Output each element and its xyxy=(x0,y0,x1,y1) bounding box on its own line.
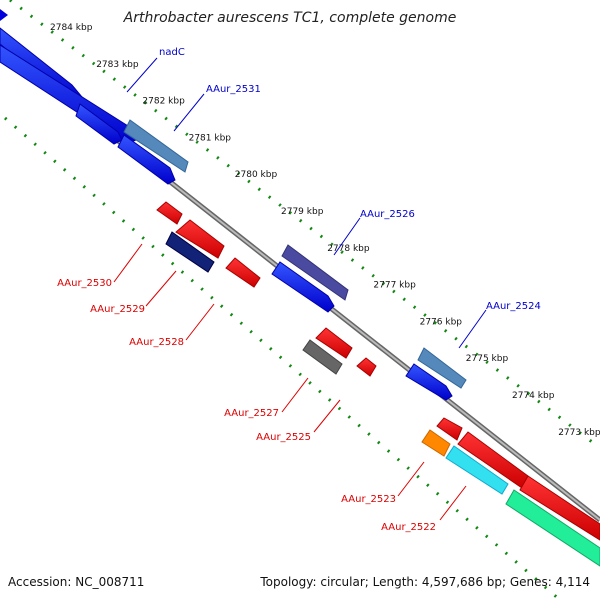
gene-shape[interactable] xyxy=(445,445,509,495)
scale-tick-label: 2775 kbp xyxy=(466,354,509,364)
gene-label[interactable]: nadC xyxy=(159,47,185,58)
gene-shape[interactable] xyxy=(271,261,335,313)
scale-tick-label: 2783 kbp xyxy=(96,60,139,70)
gene-shape[interactable] xyxy=(117,134,176,185)
scale-tick-label: 2773 kbp xyxy=(558,428,600,438)
callout-line xyxy=(313,399,341,433)
gene-label[interactable]: AAur_2524 xyxy=(486,301,541,312)
gene-shape[interactable] xyxy=(436,417,463,441)
gene-label[interactable]: AAur_2525 xyxy=(256,432,311,443)
gene-label[interactable]: AAur_2528 xyxy=(129,337,184,348)
scale-tick-label: 2780 kbp xyxy=(235,170,278,180)
callout-line xyxy=(397,461,425,497)
gene-shape-AAur_2523[interactable] xyxy=(421,429,451,457)
gene-shape-AAur_2528[interactable] xyxy=(225,257,261,288)
genome-summary-text: Topology: circular; Length: 4,597,686 bp… xyxy=(259,575,590,589)
scale-tick-label: 2778 kbp xyxy=(327,244,370,254)
gene-label[interactable]: AAur_2529 xyxy=(90,304,145,315)
gene-shape[interactable] xyxy=(505,489,600,567)
scale-ticks: 2784 kbp 2783 kbp 2782 kbp 2781 kbp 2780 kbp… xyxy=(50,23,600,438)
callout-line xyxy=(185,303,215,341)
map-title: Arthrobacter aurescens TC1, complete gen… xyxy=(123,10,457,26)
callout-line xyxy=(281,377,309,413)
gene-shape-AAur_2530[interactable] xyxy=(156,201,183,225)
gene-shape-AAur_2522[interactable] xyxy=(519,475,600,541)
callout-line xyxy=(439,485,467,521)
callout-line xyxy=(333,217,361,256)
scale-tick-label: 2781 kbp xyxy=(189,133,232,143)
gene-shape[interactable] xyxy=(405,363,453,401)
gene-label[interactable]: AAur_2523 xyxy=(341,494,396,505)
gene-shape-AAur_2524[interactable] xyxy=(417,347,467,389)
callout-line xyxy=(458,309,487,349)
scale-tick-label: 2779 kbp xyxy=(281,207,324,217)
gene-shape-AAur_2527[interactable] xyxy=(302,339,343,375)
accession-text: Accession: NC_008711 xyxy=(8,575,144,589)
gene-shape-AAur_2526[interactable] xyxy=(281,244,349,301)
gene-shape-AAur_2525[interactable] xyxy=(356,357,377,377)
gene-shape-AAur_2531[interactable] xyxy=(123,119,189,173)
scale-tick-label: 2777 kbp xyxy=(373,281,416,291)
gene-shape-AAur_2529[interactable] xyxy=(165,231,215,273)
reverse-genes xyxy=(156,201,600,567)
scale-tick-label: 2784 kbp xyxy=(50,23,93,33)
gene-label[interactable]: AAur_2531 xyxy=(206,84,261,95)
gene-label[interactable]: AAur_2527 xyxy=(224,408,279,419)
callout-line xyxy=(173,93,205,132)
gene-label[interactable]: AAur_2530 xyxy=(57,278,112,289)
callout-line xyxy=(126,57,158,93)
gene-shape[interactable] xyxy=(75,103,123,145)
gene-shape[interactable] xyxy=(0,9,8,21)
forward-gene-labels: nadC AAur_2531 AAur_2526 AAur_2524 xyxy=(126,47,541,349)
reverse-gene-labels: AAur_2530 AAur_2529 AAur_2528 AAur_2527 … xyxy=(57,243,467,533)
callout-line xyxy=(113,243,143,283)
scale-tick-label: 2774 kbp xyxy=(512,391,555,401)
gene-shape[interactable] xyxy=(175,219,225,259)
gene-label[interactable]: AAur_2526 xyxy=(360,209,415,220)
reverse-guide-line xyxy=(4,116,561,600)
scale-tick-label: 2776 kbp xyxy=(420,317,463,327)
scale-tick-label: 2782 kbp xyxy=(142,97,185,107)
gene-shape[interactable] xyxy=(315,327,353,359)
callout-line xyxy=(145,270,177,307)
forward-genes xyxy=(0,9,467,401)
gene-label[interactable]: AAur_2522 xyxy=(381,522,436,533)
